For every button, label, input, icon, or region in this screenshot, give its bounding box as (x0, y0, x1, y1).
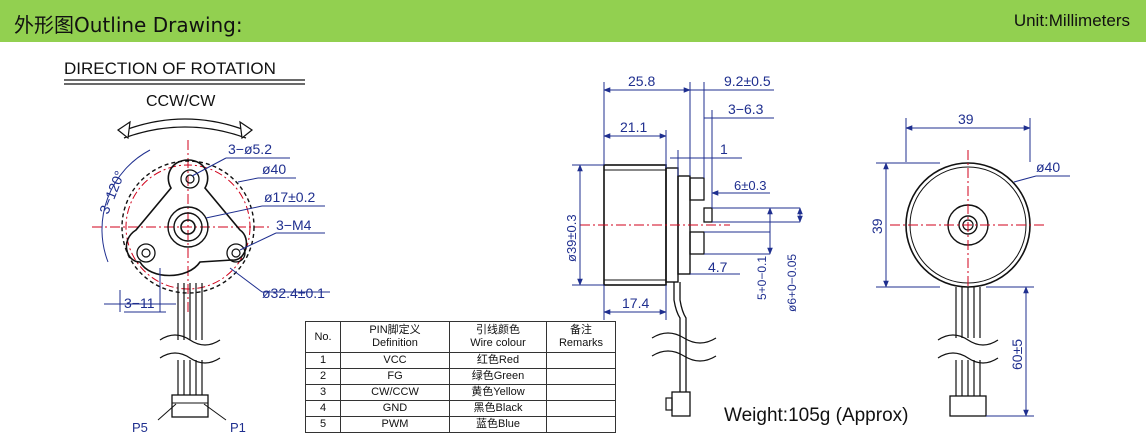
dim-back-height: 39 (869, 218, 885, 234)
rotation-arc-icon (119, 118, 251, 133)
cw-arrow-icon (239, 120, 254, 140)
dim-shaft-ext: 3−6.3 (728, 101, 764, 117)
dim-height: ø39±0.3 (564, 214, 579, 262)
header-bar: 外形图Outline Drawing: Unit:Millimeters (0, 0, 1146, 42)
dim-base-len: 17.4 (622, 295, 649, 311)
back-connector (949, 395, 987, 417)
back-view: 39 39 ø40 60±5 (869, 111, 1070, 417)
dim-shaft-dia: ø6+0−0.05 (785, 254, 799, 312)
mount-hole-top (180, 169, 200, 189)
dim-shaft-tol: 5+0−0.1 (755, 256, 769, 300)
hub-outer (167, 206, 209, 248)
dim-cable-len: 60±5 (1009, 339, 1025, 370)
dim-step: 4.7 (708, 259, 728, 275)
back-leads (955, 287, 981, 396)
dim-holes: 3−ø5.2 (228, 141, 272, 157)
dim-body-len: 21.1 (620, 119, 647, 135)
table-row: 4 GND 黑色Black (305, 400, 616, 417)
front-connector (171, 394, 209, 418)
ccw-arrow-icon (116, 120, 131, 140)
dim-flange: 1 (720, 141, 728, 157)
shaft-hole (180, 219, 196, 235)
dim-back-dia: ø40 (1036, 159, 1060, 175)
mount-hole-right (226, 243, 246, 263)
dim-shaft-len: 6±0.3 (734, 178, 766, 193)
table-row: 3 CW/CCW 黄色Yellow (305, 384, 616, 401)
side-view: 25.8 9.2±0.5 3−6.3 21.1 1 6±0.3 ø39±0.3 … (564, 73, 803, 417)
flange-outline (125, 159, 248, 277)
unit-label: Unit:Millimeters (1013, 11, 1130, 30)
table-row: 5 PWM 蓝色Blue (305, 416, 616, 433)
dim-angle: 3−120° (96, 168, 128, 216)
dim-slot: 3−11 (124, 295, 155, 311)
dim-thread: 3−M4 (276, 217, 312, 233)
pin-label-p1: P1 (230, 420, 246, 435)
table-row: 1 VCC 红色Red (305, 352, 616, 369)
header-no: No. (305, 321, 341, 353)
front-leads (177, 283, 203, 395)
dim-bolt-circle: ø32.4±0.1 (262, 285, 325, 301)
direction-of-rotation-label: DIRECTION OF ROTATION (64, 59, 276, 78)
body-outline (121, 160, 255, 294)
dim-body-dia: ø40 (262, 161, 286, 177)
side-shaft (703, 207, 713, 223)
weight-label: Weight:105g (Approx) (724, 405, 909, 426)
dim-back-width: 39 (958, 111, 974, 127)
dim-tab: 9.2±0.5 (724, 73, 771, 89)
dim-hub-dia: ø17±0.2 (264, 189, 315, 205)
drawing-title: 外形图Outline Drawing: (14, 13, 243, 37)
dim-overall-len: 25.8 (628, 73, 655, 89)
mount-hole-left (136, 243, 156, 263)
pin-label-p5: P5 (132, 420, 148, 435)
rotation-direction-label: CCW/CW (146, 93, 216, 110)
table-row: 2 FG 绿色Green (305, 368, 616, 385)
side-connector (671, 391, 691, 417)
bolt-circle (125, 164, 251, 290)
front-view: DIRECTION OF ROTATION CCW/CW (64, 59, 330, 435)
